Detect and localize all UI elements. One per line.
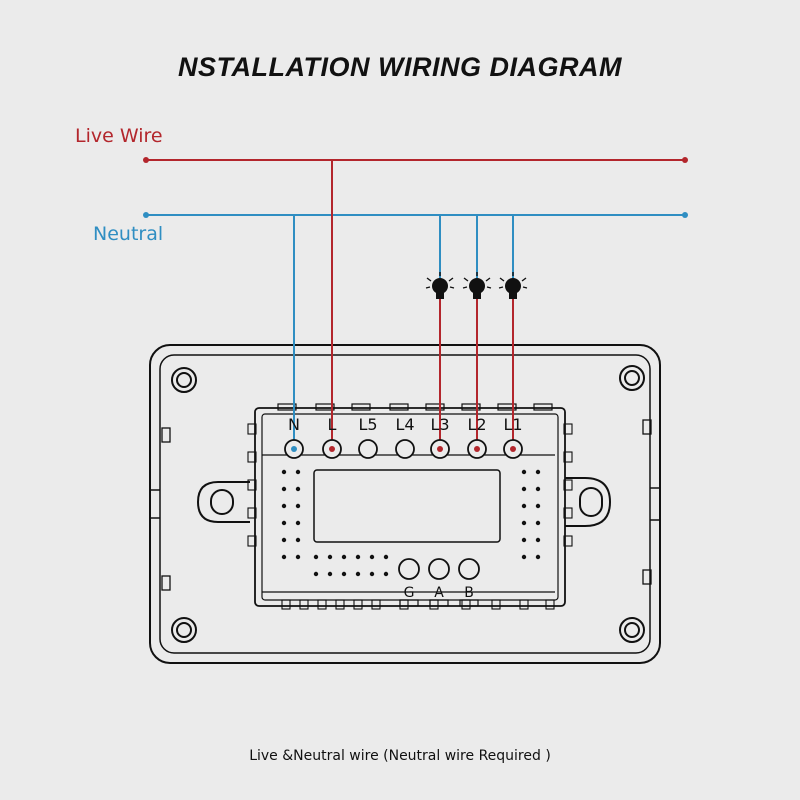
bulb-icon: [462, 272, 492, 299]
live-wire-end: [682, 157, 688, 163]
terminal-connection: [291, 446, 297, 452]
mounting-slot-left: [196, 481, 250, 523]
wires-layer: [143, 157, 688, 449]
terminal-connection: [510, 446, 516, 452]
bottom-terminal-label: B: [464, 585, 474, 601]
bottom-terminal-label: G: [404, 585, 415, 601]
neutral-wire-label: Neutral: [93, 223, 164, 245]
bottom-terminal-label: A: [434, 585, 444, 601]
terminal-label: L4: [395, 415, 414, 434]
switch-housing: [149, 344, 661, 664]
terminal-label: L1: [503, 415, 522, 434]
diagram-title: NSTALLATION WIRING DIAGRAM: [178, 52, 622, 82]
bulbs-layer: [425, 272, 528, 299]
terminal-connection: [329, 446, 335, 452]
bulb-icon: [498, 272, 528, 299]
caption: Live &Neutral wire (Neutral wire Require…: [249, 748, 551, 764]
screw-hole-top-left: [171, 367, 197, 393]
bottom-terminal-a: A: [428, 558, 450, 607]
terminal-connection: [437, 446, 443, 452]
terminal-label: L5: [358, 415, 377, 434]
live-wire-start: [143, 157, 149, 163]
terminals-layer: N L L5 L4 L3 L2 L1G A B: [284, 415, 523, 607]
bulb-icon: [425, 272, 455, 299]
terminal-label: N: [288, 415, 300, 434]
terminal-connection: [474, 446, 480, 452]
screw-hole-top-right: [619, 365, 645, 391]
neutral-wire-end: [682, 212, 688, 218]
bottom-terminal-b: B: [458, 558, 480, 607]
live-wire-label: Live Wire: [75, 125, 163, 147]
screw-hole-bottom-left: [171, 617, 197, 643]
terminal-l3: L3: [430, 415, 450, 459]
terminal-label: L3: [430, 415, 449, 434]
bottom-terminal-g: G: [398, 558, 420, 607]
neutral-wire-start: [143, 212, 149, 218]
terminal-label: L2: [467, 415, 486, 434]
terminal-l4: L4: [395, 415, 415, 459]
terminal-label: L: [328, 415, 337, 434]
screw-hole-bottom-right: [619, 617, 645, 643]
terminal-l5: L5: [358, 415, 378, 459]
mounting-slot-right: [565, 477, 612, 527]
